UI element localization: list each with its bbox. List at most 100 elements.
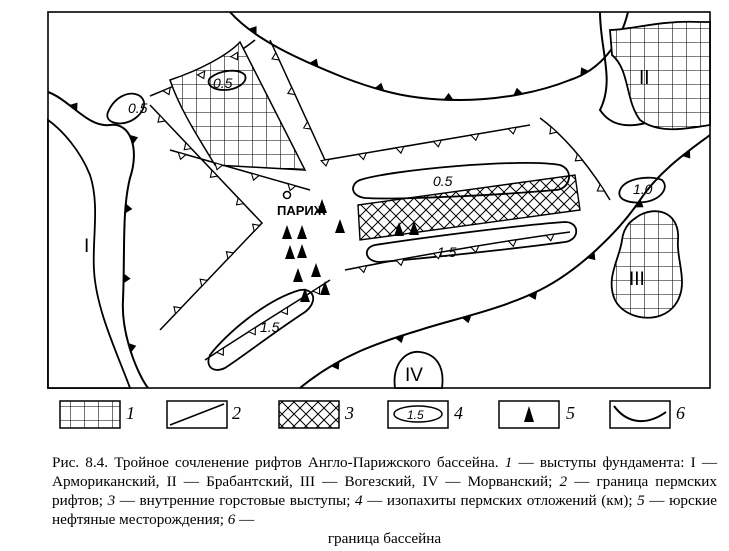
basin-tooth (580, 67, 589, 76)
isopach-label: 0.5 (128, 100, 148, 116)
legend-swatch-grid (59, 400, 121, 429)
isopach-0-5-nn (207, 69, 247, 91)
basin-tooth (248, 26, 257, 35)
rift-tooth (357, 152, 368, 161)
basin-tooth (443, 92, 454, 100)
caption-text: — изопахиты пермских отложений (км); (362, 492, 638, 509)
caption-text: — выступы фундамента: I — Армориканский,… (52, 454, 718, 490)
rift-tooth (177, 151, 188, 161)
rift-tooth (209, 169, 219, 178)
massif-iv-label: IV (405, 365, 423, 386)
legend-num: 6 (676, 403, 685, 423)
isopach-1-5-east (366, 221, 578, 263)
massif-iv (393, 351, 444, 389)
map-frame (47, 11, 711, 389)
rift-tooth (544, 233, 555, 242)
legend-isopach-sample: 1.5 (407, 408, 424, 422)
oil-field (297, 225, 307, 239)
caption-key: 5 (637, 492, 645, 509)
basin-tooth (69, 102, 78, 112)
isopach-label: 0.5 (433, 173, 453, 189)
oil-field (317, 199, 327, 213)
massif-i (47, 118, 132, 389)
rift-tooth (507, 126, 518, 135)
rift-tooth (549, 125, 559, 135)
rift-tooth (271, 51, 281, 61)
legend-num: 3 (344, 403, 354, 423)
rift-tooth (394, 258, 405, 267)
legend-num: 4 (454, 403, 463, 423)
rift-tooth (229, 51, 239, 61)
rift-tooth (199, 278, 209, 288)
rift-tooth (250, 172, 261, 182)
rift-tooth (235, 196, 245, 206)
rift-tooth (319, 158, 330, 167)
basin-tooth (394, 334, 405, 343)
caption-key: 4 (355, 492, 363, 509)
rift-tooth (574, 152, 584, 162)
oil-field (335, 219, 345, 233)
basin-tooth (123, 273, 131, 284)
basin-tooth (586, 251, 596, 261)
rift-tooth (357, 265, 368, 274)
basin-tooth (682, 149, 691, 159)
caption-text: — (235, 511, 255, 528)
caption-text: — внутренние горстовые выступы; (115, 492, 355, 509)
rift-tooth (432, 139, 443, 148)
rift-tooth (157, 114, 167, 123)
oil-field (394, 222, 404, 236)
oil-field (300, 288, 310, 302)
isopach-1-5-sw (207, 289, 314, 371)
basin-tooth (330, 361, 340, 370)
rift-tooth (311, 285, 321, 295)
massif-ii-label: II (639, 68, 650, 89)
oil-field (282, 225, 292, 239)
rift-tooth (279, 306, 289, 316)
oil-field (285, 245, 295, 259)
rift-tooth (287, 182, 297, 192)
isopach-1-0-east (618, 176, 666, 204)
city-label: ПАРИЖ (277, 203, 326, 218)
legend-swatch-horst (278, 400, 340, 429)
rift-tooth (394, 145, 405, 155)
basin-boundary-east (299, 134, 710, 388)
isopach-label: 1.5 (437, 244, 457, 260)
rift-tooth (225, 250, 235, 260)
massif-iii-label: III (629, 269, 645, 290)
massif-iii (610, 210, 683, 319)
rift-tooth (507, 239, 518, 248)
basin-tooth (513, 87, 524, 96)
isopach-label: 1.0 (633, 181, 653, 197)
rift-tooth (469, 133, 480, 142)
rift-tooth (251, 223, 261, 233)
caption-last-line: граница бассейна (327, 530, 442, 547)
paris-marker (282, 190, 292, 200)
caption-text: — граница пермских рифтов; (52, 473, 717, 509)
basin-tooth (528, 291, 538, 300)
rift-tooth (432, 251, 443, 260)
rift-tooth (183, 141, 193, 151)
rift-map: ПАРИЖ I II III IV 0.5 0.5 0.5 1.5 1.5 1.… (47, 11, 711, 429)
rift-boundary-north (269, 39, 531, 161)
isopach-label: 1.5 (260, 319, 280, 335)
rift-tooth (173, 305, 183, 315)
caption-key: 2 (559, 473, 568, 490)
legend: 1 2 3 1.5 4 5 6 (59, 400, 685, 429)
basin-tooth (461, 315, 472, 324)
legend-num: 5 (566, 403, 575, 423)
figure-caption: Рис. 8.4. Тройное сочленение рифтов Англ… (52, 453, 717, 548)
oil-field (320, 281, 330, 295)
legend-num: 2 (232, 403, 241, 423)
isopach-label: 0.5 (213, 75, 233, 91)
isopach-0-5-nw (106, 92, 145, 125)
oil-fields (282, 199, 419, 302)
caption-text: — юрские нефтяные месторождения; (52, 492, 717, 528)
massif-i-label: I (84, 236, 89, 257)
massif-ii (609, 20, 711, 131)
basin-tooth (129, 134, 139, 145)
rift-tooth (469, 245, 480, 254)
caption-key: 6 (227, 511, 236, 528)
basin-tooth (128, 342, 137, 353)
basin-tooth (374, 82, 385, 91)
oil-field (409, 221, 419, 235)
